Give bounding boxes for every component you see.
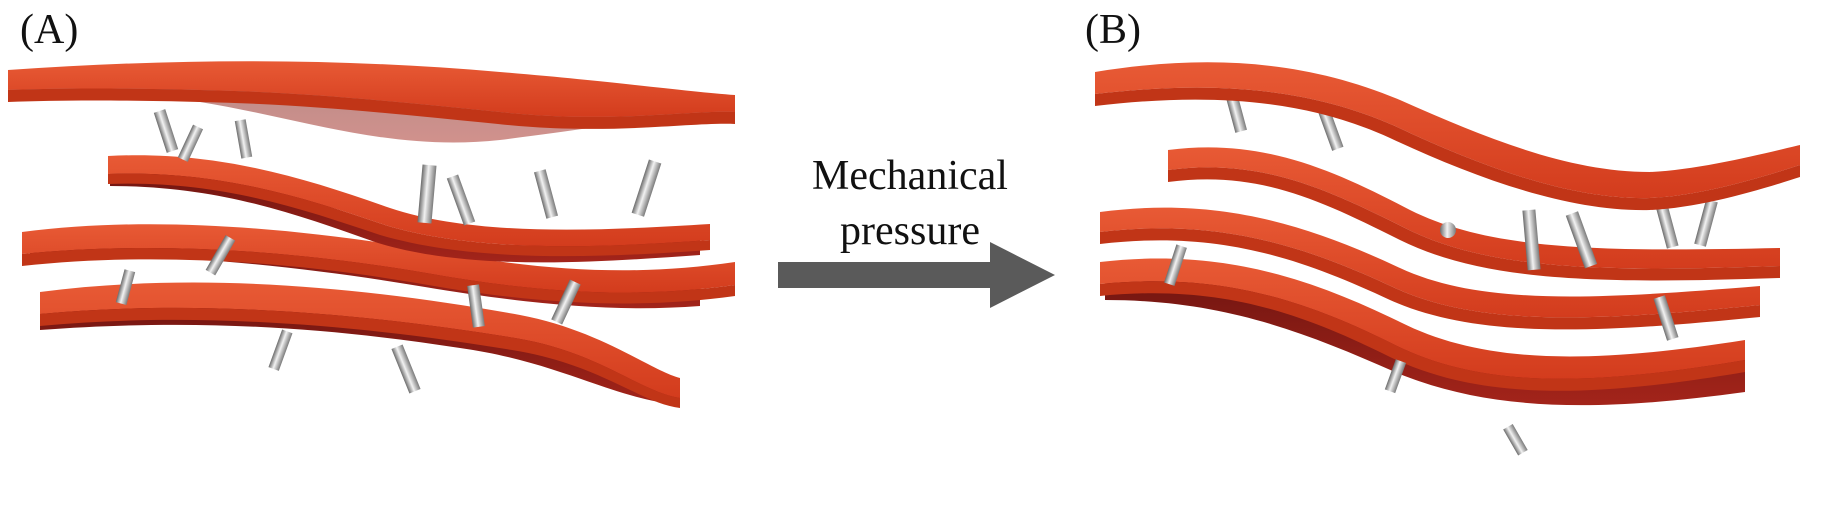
- sheet-b-2: [1168, 147, 1780, 281]
- sheet-a-3: [22, 224, 735, 309]
- panel-label-a: (A): [20, 7, 79, 53]
- sheet-b-3: [1100, 207, 1760, 330]
- sheet-b-4: [1100, 258, 1745, 406]
- sheet-b-1: [1095, 62, 1800, 211]
- stack-a: [8, 61, 735, 408]
- panel-label-b: (B): [1085, 7, 1141, 53]
- arrow-label-line1: Mechanical: [812, 153, 1008, 199]
- stack-b: [1095, 62, 1800, 456]
- arrow-label-line2: pressure: [840, 208, 980, 254]
- sheet-a-4: [40, 282, 680, 408]
- right-arrow-icon: [778, 242, 1055, 308]
- sheet-a-2: [108, 155, 710, 263]
- sheet-a-1: [8, 61, 735, 143]
- nanorods-a: [115, 109, 662, 394]
